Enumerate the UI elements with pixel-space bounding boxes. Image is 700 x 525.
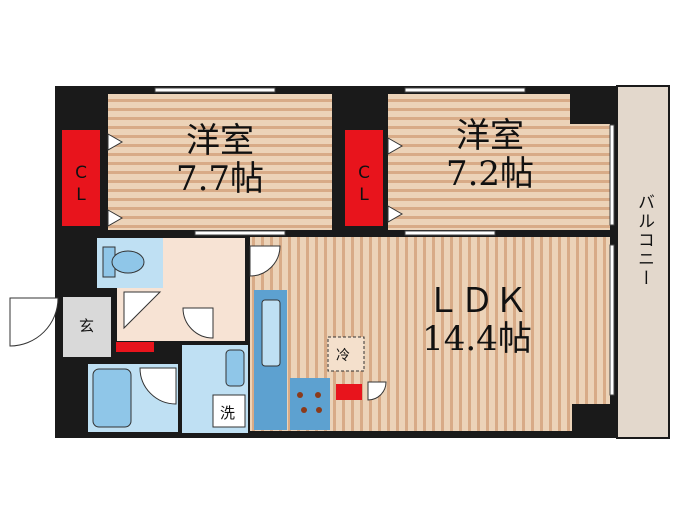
closet-2-door xyxy=(387,137,404,223)
western-room-1-label: 洋室 7.7帖 xyxy=(150,122,290,198)
burner-2 xyxy=(315,392,321,398)
fridge-space xyxy=(327,336,365,372)
closet-2-label: CL xyxy=(354,163,374,207)
ldk-label: ＬＤＫ 14.4帖 xyxy=(392,282,562,358)
window-right-1 xyxy=(609,124,615,226)
western-room-2-name: 洋室 xyxy=(456,116,524,156)
western-room-1-size: 7.7帖 xyxy=(175,159,265,200)
window-right-2 xyxy=(609,244,615,396)
ldk-bottom-door-swing xyxy=(367,381,387,401)
entry-marker xyxy=(116,342,154,352)
balcony xyxy=(616,85,670,439)
kitchen-stove xyxy=(290,378,330,430)
western-room-2-label: 洋室 7.2帖 xyxy=(420,117,560,193)
bath-door-swing xyxy=(139,367,177,405)
burner-1 xyxy=(297,392,303,398)
washer-space xyxy=(212,394,246,428)
sliding-door-2 xyxy=(404,230,496,236)
balcony-label: バルコニー xyxy=(634,193,654,288)
closet-1-label: CL xyxy=(71,163,91,207)
fridge-label: 冷 xyxy=(336,348,350,364)
western-room-2-size: 7.2帖 xyxy=(445,154,535,195)
ldk-door-swing xyxy=(249,245,281,277)
washroom-door-swing xyxy=(182,307,214,339)
hallway-door-swing xyxy=(123,291,162,330)
kitchen-sink xyxy=(261,299,281,367)
ldk-name: ＬＤＫ xyxy=(426,281,528,321)
washer-label: 洗 xyxy=(220,404,236,422)
entrance-door-swing xyxy=(9,297,59,347)
sliding-door-1 xyxy=(194,230,286,236)
closet-1-door xyxy=(107,133,124,227)
washbasin xyxy=(225,349,245,387)
closet-2 xyxy=(345,130,383,226)
window-top-2 xyxy=(404,87,526,93)
burner-3 xyxy=(301,407,307,413)
closet-1 xyxy=(62,130,100,226)
red-equipment xyxy=(336,384,362,400)
entrance-label: 玄 xyxy=(79,317,95,335)
bathtub xyxy=(92,368,132,428)
western-room-1-floor xyxy=(108,94,332,230)
burner-4 xyxy=(316,407,322,413)
western-room-1-name: 洋室 xyxy=(186,121,254,161)
western-room-2-notch xyxy=(570,94,610,124)
entrance-floor xyxy=(63,297,111,357)
ldk-notch xyxy=(572,404,610,434)
ldk-size: 14.4帖 xyxy=(422,319,532,360)
toilet-bowl xyxy=(111,250,145,274)
window-top-1 xyxy=(154,87,276,93)
